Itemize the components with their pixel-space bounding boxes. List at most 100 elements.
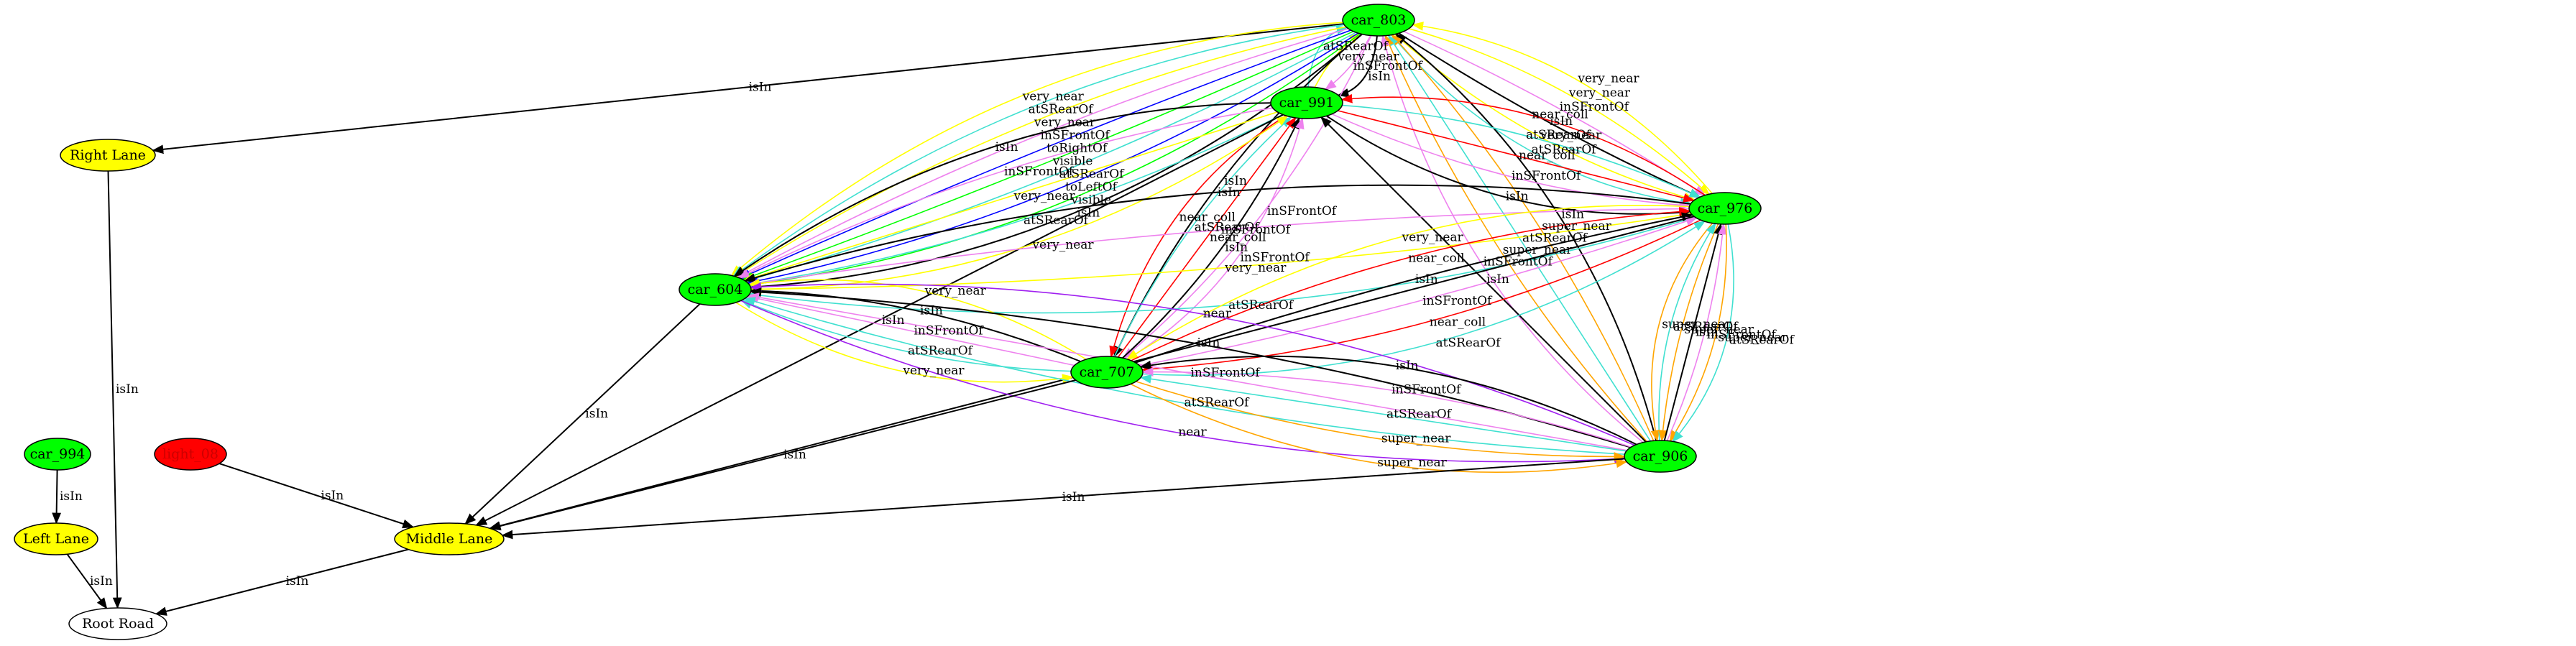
edge-car_906-car_707-atSRearOf: [1139, 374, 1627, 452]
node-ellipse: [68, 607, 167, 640]
node-ellipse: [154, 438, 227, 471]
edge-label: isIn: [90, 574, 113, 589]
edge-label: isIn: [1077, 206, 1100, 220]
edge-label: isIn: [1225, 241, 1248, 255]
edge-label: very_near: [1402, 230, 1464, 244]
edge-car_976-car_604-isIn: [743, 184, 1691, 282]
edge-label: isIn: [920, 303, 943, 318]
edge-car_604-car_991-very_near: [750, 115, 1289, 290]
node-label: light_08: [162, 446, 218, 462]
node-ellipse: [60, 139, 156, 172]
edge-car_803-car_991-inSFrontOf: [1324, 35, 1371, 91]
edge-label: very_near: [1337, 50, 1399, 64]
edge-label: near_coll: [1532, 108, 1588, 122]
edge-label: very_near: [1568, 86, 1631, 101]
edge-label: atSRearOf: [1526, 128, 1592, 142]
edge-car_976-car_707-very_near: [1126, 205, 1690, 360]
edge-car_707-car_604-isIn: [750, 286, 1081, 362]
edge-car_976-car_803-very_near: [1412, 22, 1713, 194]
edge-car_604-middle_lane-isIn: [464, 303, 701, 525]
node-label: car_991: [1279, 95, 1335, 111]
edge-label: inSFrontOf: [1392, 382, 1462, 397]
node-car_906: car_906: [1624, 440, 1697, 473]
edge-label: inSFrontOf: [1241, 251, 1311, 265]
edge-light-middle_lane-isIn: [218, 463, 415, 529]
edge-label: atSRearOf: [1729, 333, 1795, 348]
edge-right_lane-root_road-isIn: [107, 170, 122, 609]
edge-label: isIn: [783, 448, 806, 462]
edge-label: very_near: [924, 284, 987, 298]
edge-label: isIn: [1224, 174, 1247, 188]
edge-label: near: [1178, 425, 1207, 440]
edge-label: atSRearOf: [1436, 336, 1502, 351]
edge-car_707-car_976-isIn: [1135, 212, 1693, 364]
edge-car_976-car_906-super_near: [1650, 223, 1714, 442]
edge-car_803-right_lane-isIn: [152, 23, 1344, 154]
edge-car_803-car_604-atSRearOf: [744, 32, 1356, 283]
edge-label: near_coll: [1430, 315, 1486, 329]
node-middle_lane: Middle Lane: [394, 522, 505, 555]
edge-label: atSRearOf: [1059, 167, 1126, 181]
edge-label: atSRearOf: [1532, 142, 1598, 157]
node-label: car_604: [688, 282, 743, 297]
edge-label: atSRearOf: [1323, 40, 1389, 54]
edge-car_707-car_976-near_coll: [1131, 207, 1691, 361]
edge-label: inSFrontOf: [1707, 328, 1777, 342]
edge-car_906-car_604-atSRearOf: [743, 297, 1625, 455]
edge-car_906-car_803-super_near: [1391, 34, 1655, 441]
node-label: car_906: [1633, 448, 1688, 464]
node-car_707: car_707: [1070, 356, 1144, 389]
edge-car_906-car_991-isIn: [1320, 116, 1647, 443]
edge-car_906-car_803-isIn: [1394, 33, 1657, 441]
node-label: Left Lane: [23, 531, 89, 547]
edge-car_906-car_707-isIn: [1139, 355, 1637, 446]
edge-car_906-car_707-inSFrontOf: [1141, 367, 1632, 448]
edge-car_991-car_604-atSRearOf: [748, 114, 1284, 287]
edge-car_707-car_604-inSFrontOf: [746, 294, 1075, 366]
edge-car_707-car_976-atSRearOf: [1142, 221, 1706, 376]
node-ellipse: [14, 522, 98, 555]
edge-label: atSRearOf: [1386, 407, 1453, 422]
edge-label: isIn: [585, 407, 608, 421]
edge-label: isIn: [60, 489, 83, 504]
edge-label: isIn: [116, 382, 139, 397]
edge-label: inSFrontOf: [1512, 169, 1582, 183]
edge-car_906-car_803-atSRearOf: [1387, 34, 1651, 442]
edge-car_803-car_707-inSFrontOf: [1122, 35, 1372, 359]
edge-car_991-car_976-atSRearOf: [1342, 104, 1701, 198]
edge-car_991-car_976-near_coll: [1338, 110, 1696, 203]
node-car_604: car_604: [678, 273, 752, 306]
edge-car_707-car_906-super_near: [1130, 383, 1628, 473]
edge-car_707-car_976-inSFrontOf: [1139, 216, 1698, 366]
edge-label: isIn: [1197, 336, 1220, 351]
node-label: Middle Lane: [406, 531, 493, 547]
edge-label: inSFrontOf: [1267, 204, 1338, 218]
edge-car_803-car_604-atSRearOf: [732, 24, 1345, 277]
node-left_lane: Left Lane: [14, 522, 98, 555]
edge-label: inSFrontOf: [1221, 223, 1292, 237]
edge-label: super_near: [1662, 317, 1731, 331]
edge-label: isIn: [321, 489, 344, 503]
node-ellipse: [678, 273, 752, 306]
edge-car_906-car_976-atSRearOf: [1658, 222, 1716, 441]
edge-label: isIn: [882, 313, 905, 328]
edge-label: isIn: [1415, 272, 1438, 287]
edge-label: near_coll: [1519, 149, 1575, 163]
edge-car_707-car_991-inSFrontOf: [1127, 117, 1305, 360]
edge-label: very_near: [1577, 72, 1639, 86]
node-ellipse: [1342, 4, 1415, 37]
edge-car_803-car_604-visible: [748, 33, 1361, 289]
edge-car_976-car_604-inSFrontOf: [748, 208, 1690, 287]
edge-car_906-car_803-super_near: [1384, 34, 1648, 443]
edge-label: near_coll: [1408, 252, 1464, 266]
edge-label: super_near: [1377, 456, 1447, 470]
edge-label: isIn: [1486, 272, 1509, 287]
edge-left_lane-root_road-isIn: [66, 553, 108, 609]
edge-label: atSRearOf: [1673, 320, 1739, 334]
edge-label: toRightOf: [1046, 142, 1108, 156]
edge-label: very_near: [1013, 189, 1076, 203]
edge-car_803-car_976-atSRearOf: [1391, 34, 1692, 207]
edge-label: isIn: [1062, 490, 1085, 504]
edge-car_906-car_604-near: [750, 282, 1635, 446]
node-ellipse: [394, 522, 505, 555]
